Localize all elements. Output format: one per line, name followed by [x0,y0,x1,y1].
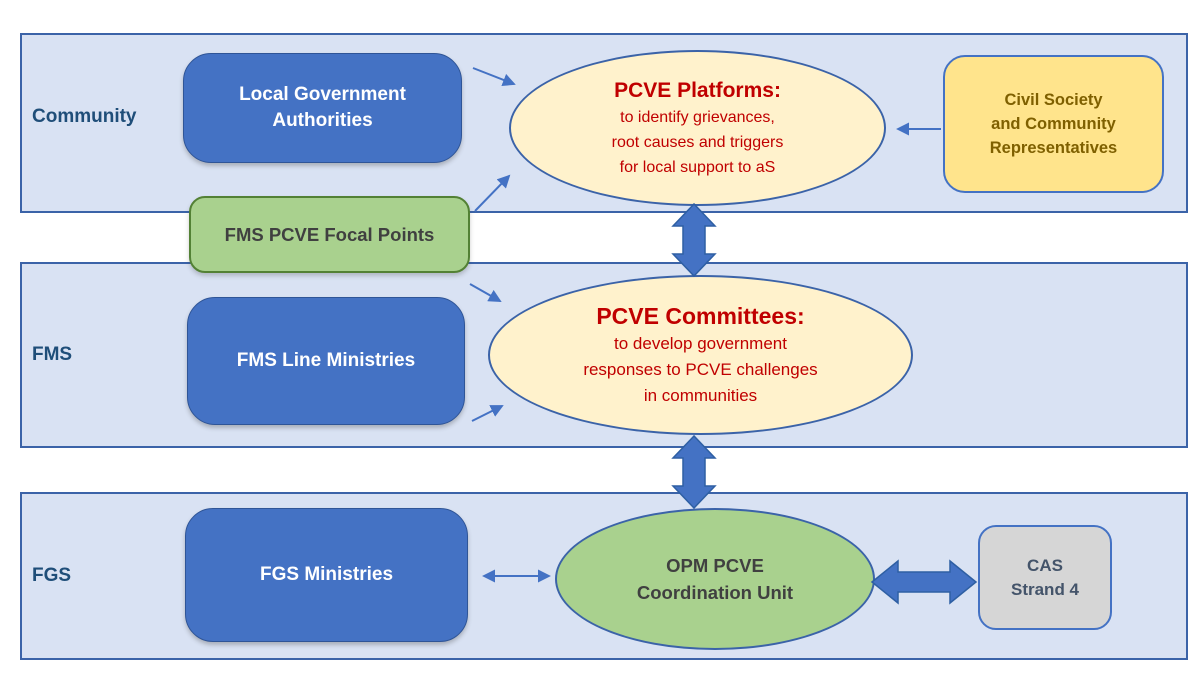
pcve-platforms-title: PCVE Platforms: [614,78,781,102]
cas-line2: Strand 4 [1010,579,1080,599]
fgs-ministries-label: FGS Ministries [259,564,394,585]
fgs-ministries-box: FGS Ministries [185,508,468,642]
pcve-committees-line3: in communities [643,386,758,405]
pcve-committees-line1: to develop government [614,334,787,353]
fms-pcve-focal-points-box: FMS PCVE Focal Points [189,196,470,273]
civil-society-line3: Representatives [989,139,1118,157]
opm-pcve-coordination-unit-ellipse: OPM PCVE Coordination Unit [555,508,875,650]
pcve-committees-line2: responses to PCVE challenges [583,360,818,379]
pcve-committees-ellipse: PCVE Committees: to develop government r… [488,275,913,435]
fms-line-ministries-box: FMS Line Ministries [187,297,465,425]
civil-society-line1: Civil Society [1004,91,1103,109]
pcve-platforms-ellipse: PCVE Platforms: to identify grievances, … [509,50,886,206]
pcve-committees-title: PCVE Committees: [596,303,805,329]
lga-label-line1: Local Government [239,84,406,105]
community-band-label: Community [32,106,137,127]
fms-pcve-focal-points-label: FMS PCVE Focal Points [224,223,435,245]
fgs-band-label: FGS [32,565,72,586]
civil-society-line2: and Community [991,115,1116,133]
lga-label-line2: Authorities [272,110,373,131]
pcve-platforms-line3: for local support to aS [619,158,776,176]
cas-line1: CAS [1027,555,1063,575]
cas-strand4-box: CAS Strand 4 [978,525,1112,630]
local-government-authorities-box: Local Government Authorities [183,53,462,163]
pcve-platforms-line1: to identify grievances, [620,108,775,126]
fms-line-ministries-label: FMS Line Ministries [236,350,416,371]
civil-society-box: Civil Society and Community Representati… [943,55,1164,193]
opm-line2: Coordination Unit [636,582,794,603]
fms-band-label: FMS [32,344,73,365]
pcve-platforms-line2: root causes and triggers [611,133,784,151]
opm-line1: OPM PCVE [666,555,764,576]
